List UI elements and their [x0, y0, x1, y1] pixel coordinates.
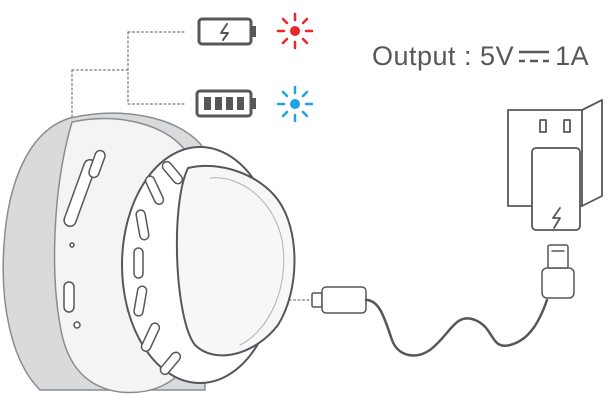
- battery-charging-icon: [197, 17, 256, 46]
- output-voltage-label: Output : 5V: [372, 41, 515, 72]
- battery-full-icon: [195, 89, 256, 118]
- usb-cable-illustration: [311, 244, 575, 357]
- output-spec-label: Output : 5V 1A: [372, 40, 589, 72]
- earcup-vent-slots: [133, 160, 184, 376]
- earcup-control-buttons: [63, 149, 106, 329]
- led-blue-icon: [276, 85, 314, 123]
- dc-current-symbol-icon: [519, 50, 550, 63]
- wall-adapter-illustration: [507, 99, 603, 231]
- output-current-label: 1A: [555, 41, 590, 72]
- headphone-earcup-illustration: [2, 112, 296, 394]
- led-red-icon: [276, 12, 314, 50]
